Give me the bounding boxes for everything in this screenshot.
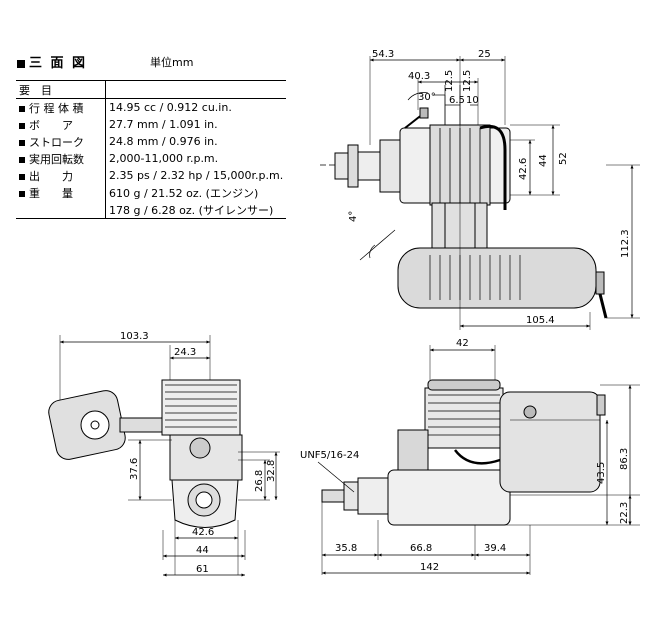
dim-42-6-top: 42.6 xyxy=(518,158,529,180)
dim-26-8: 26.8 xyxy=(254,470,265,492)
dim-4deg: 4° xyxy=(348,211,359,222)
dim-54-3: 54.3 xyxy=(372,49,394,60)
drawing-title: 三 面 図 xyxy=(17,52,87,71)
dim-61: 61 xyxy=(196,564,209,575)
dim-10: 10 xyxy=(466,95,479,106)
dim-44-top: 44 xyxy=(538,154,549,167)
dim-142: 142 xyxy=(420,562,439,573)
dim-44-front: 44 xyxy=(196,545,209,556)
dim-86-3: 86.3 xyxy=(619,448,630,470)
dim-112-3: 112.3 xyxy=(620,229,631,258)
dim-40-3: 40.3 xyxy=(408,71,430,82)
dim-25: 25 xyxy=(478,49,491,60)
dim-24-3: 24.3 xyxy=(174,347,196,358)
unit-label: 単位mm xyxy=(150,56,194,69)
dim-6-5: 6.5 xyxy=(449,95,465,106)
dim-105-4: 105.4 xyxy=(526,315,555,326)
spec-row: 178 g / 6.28 oz. (サイレンサー) xyxy=(16,201,287,219)
dim-42-side: 42 xyxy=(456,338,469,349)
front-view xyxy=(48,335,280,577)
dim-42-6-front: 42.6 xyxy=(192,527,214,538)
dim-35-8: 35.8 xyxy=(335,543,357,554)
dim-12-5a: 12.5 xyxy=(444,70,455,92)
spec-header-row: 要 目 xyxy=(16,80,287,99)
dim-66-8: 66.8 xyxy=(410,543,432,554)
dim-43-5: 43.5 xyxy=(596,462,607,484)
dim-52: 52 xyxy=(558,152,569,165)
thread-spec: UNF5/16-24 xyxy=(300,450,359,461)
dim-22-3: 22.3 xyxy=(619,502,630,524)
top-view xyxy=(320,56,640,330)
dim-32-8: 32.8 xyxy=(266,460,277,482)
dim-39-4: 39.4 xyxy=(484,543,506,554)
spec-header: 要 目 xyxy=(16,80,106,99)
dim-37-6: 37.6 xyxy=(129,458,140,480)
dim-103-3: 103.3 xyxy=(120,331,149,342)
dim-30deg: 30° xyxy=(418,92,436,103)
dim-12-5b: 12.5 xyxy=(462,70,473,92)
side-view xyxy=(317,345,640,575)
